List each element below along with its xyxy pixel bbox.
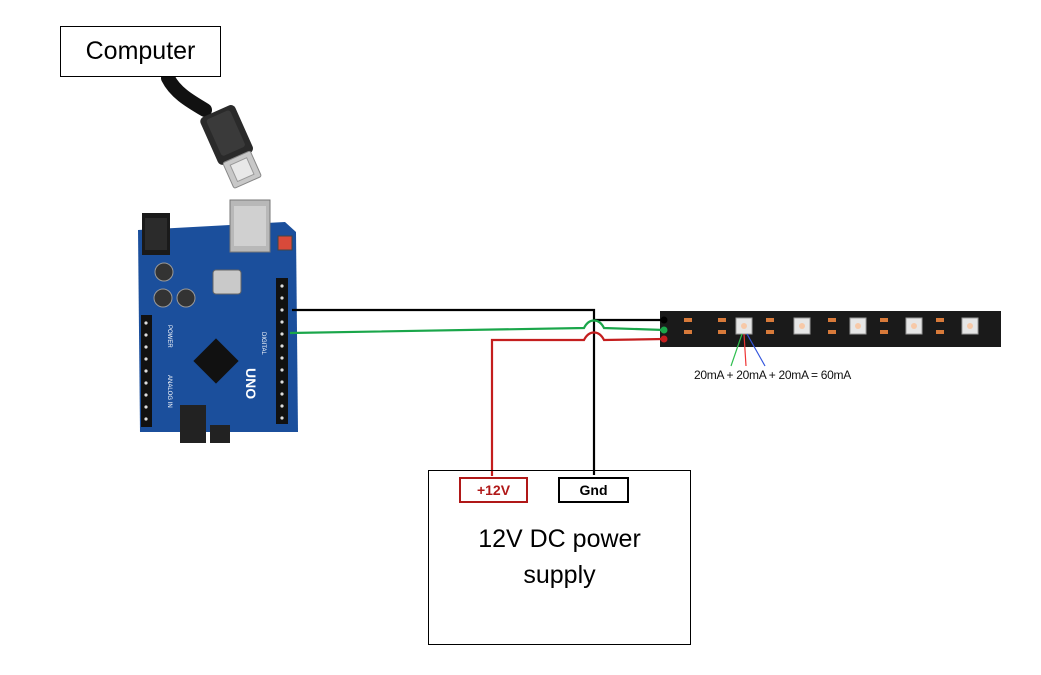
power-supply-box: +12V Gnd 12V DC power supply: [428, 470, 691, 645]
terminal-positive: +12V: [459, 477, 528, 503]
led-strip-icon: [660, 311, 1001, 367]
computer-label: Computer: [60, 26, 221, 77]
power-supply-title: 12V DC power supply: [478, 525, 641, 589]
board-analog-label: ANALOG IN: [166, 375, 172, 408]
wires: [289, 308, 665, 476]
strip-current-caption: 20mA + 20mA + 20mA = 60mA: [694, 368, 851, 382]
arduino-uno-board-icon: UNO DIGITAL POWER ANALOG IN: [138, 199, 298, 443]
usb-b-cable-icon: [161, 71, 262, 189]
board-digital-label: DIGITAL: [260, 332, 266, 356]
board-model-label: UNO: [243, 368, 259, 399]
power-wire: [490, 331, 665, 476]
data-wire: [289, 319, 665, 335]
ground-wire: [292, 308, 664, 475]
board-power-label: POWER: [166, 325, 172, 348]
terminal-ground: Gnd: [558, 477, 629, 503]
